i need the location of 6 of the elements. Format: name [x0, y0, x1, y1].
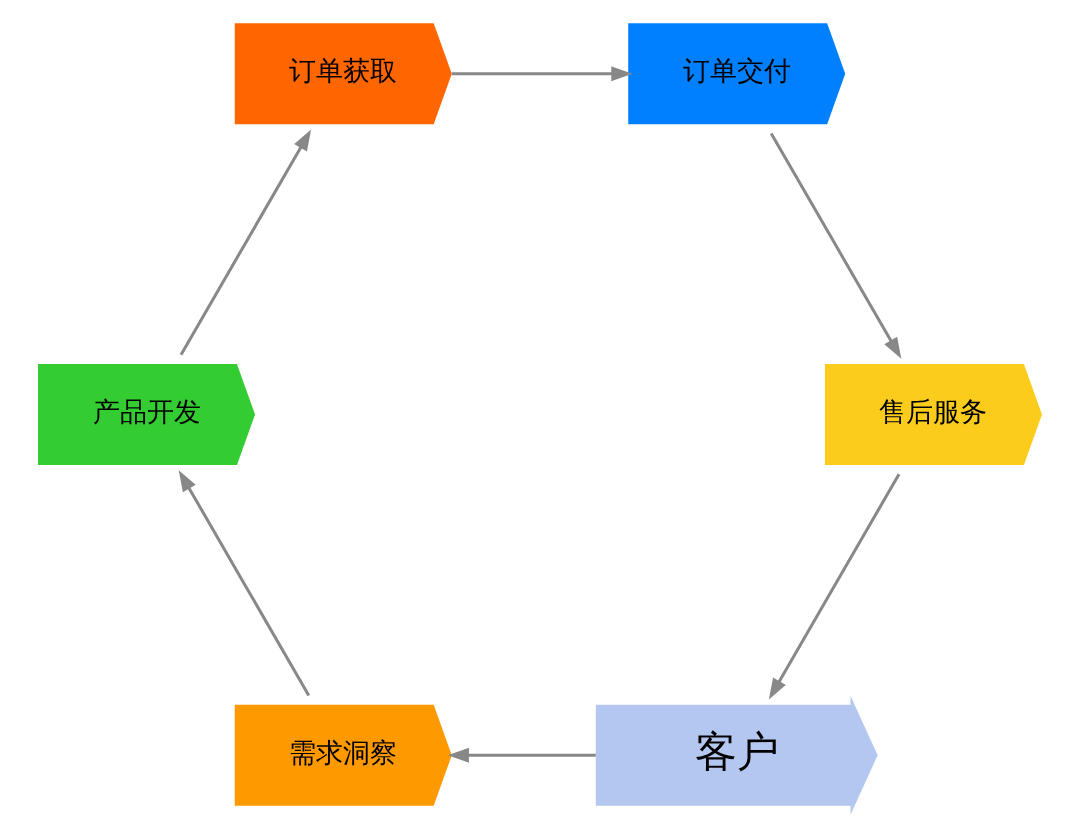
arrow — [447, 747, 596, 763]
arrow — [768, 473, 901, 700]
arrow — [178, 470, 311, 697]
arrow — [769, 132, 902, 359]
arrow — [179, 129, 312, 356]
arrow — [451, 66, 633, 82]
